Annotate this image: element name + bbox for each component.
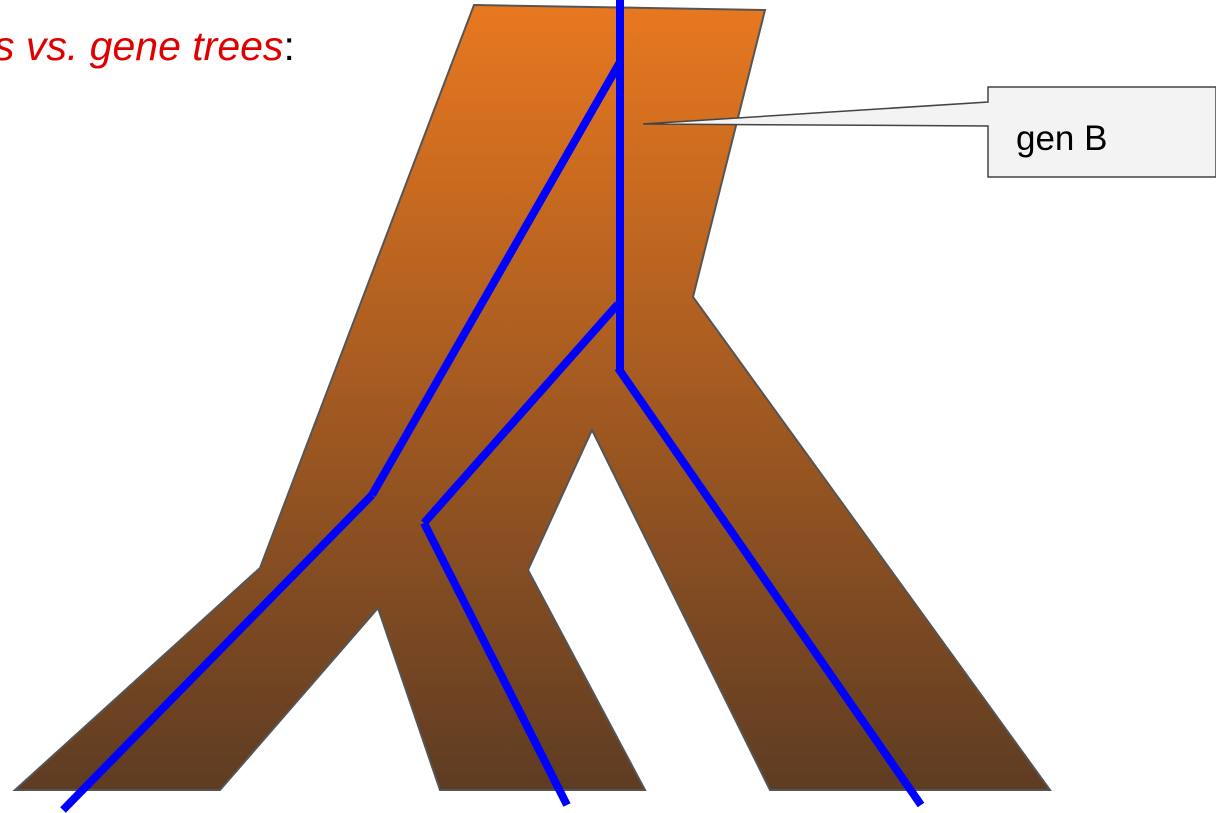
gene-branch-left-upper xyxy=(368,60,624,497)
gene-branch-leaf-2 xyxy=(420,521,571,807)
callout-bubble xyxy=(642,86,1216,178)
gene-branch-leaf-1 xyxy=(60,492,375,813)
slide-title: s vs. gene trees: xyxy=(0,26,295,67)
gene-tree xyxy=(60,0,925,813)
gene-branch-middle-upper xyxy=(421,301,621,526)
callout-label: gen B xyxy=(1016,119,1107,158)
slide-title-colon: : xyxy=(283,23,295,69)
callout-gen-b: gen B xyxy=(642,86,1216,178)
slide-title-italic: s vs. gene trees xyxy=(0,23,284,69)
gene-branch-leaf-3 xyxy=(614,365,925,808)
